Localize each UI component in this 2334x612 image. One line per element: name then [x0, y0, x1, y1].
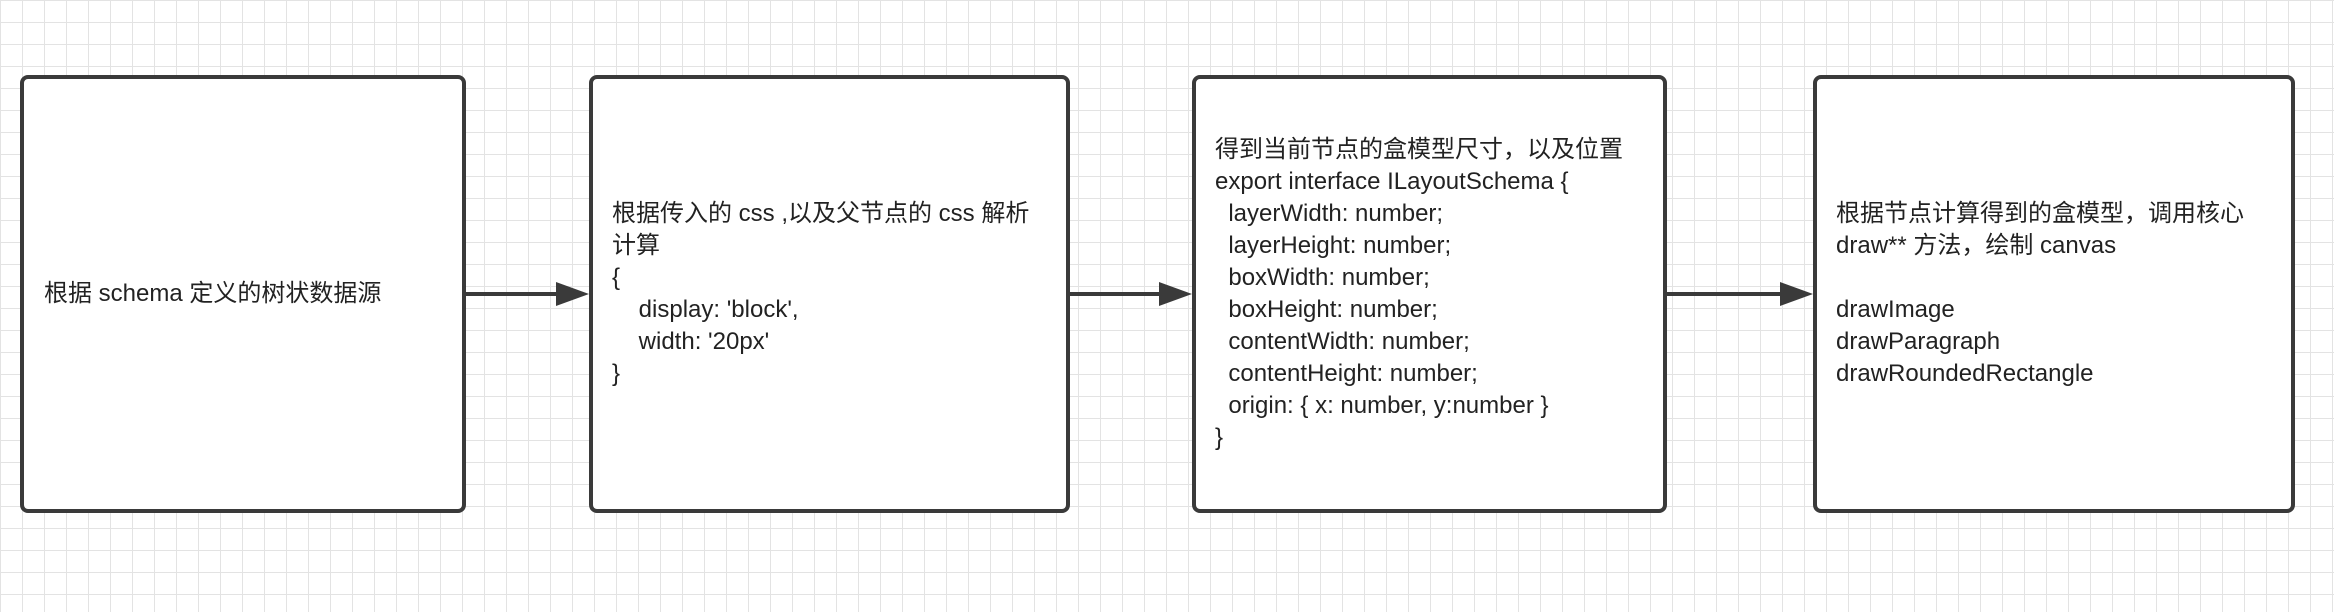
- node-css-parse[interactable]: 根据传入的 css ,以及父节点的 css 解析计算 { display: 'b…: [589, 75, 1070, 513]
- node-tree-data-source[interactable]: 根据 schema 定义的树状数据源: [20, 75, 466, 513]
- node-layout-schema[interactable]: 得到当前节点的盒模型尺寸，以及位置 export interface ILayo…: [1192, 75, 1667, 513]
- node-css-parse-label: 根据传入的 css ,以及父节点的 css 解析计算 { display: 'b…: [612, 200, 1030, 387]
- edge-n2-n3: [1070, 282, 1192, 306]
- edge-n1-n2: [466, 282, 589, 306]
- node-draw-canvas[interactable]: 根据节点计算得到的盒模型，调用核心 draw** 方法，绘制 canvas dr…: [1813, 75, 2295, 513]
- node-draw-canvas-label: 根据节点计算得到的盒模型，调用核心 draw** 方法，绘制 canvas dr…: [1836, 200, 2244, 387]
- node-layout-schema-label: 得到当前节点的盒模型尺寸，以及位置 export interface ILayo…: [1215, 136, 1623, 451]
- edge-n3-n4: [1667, 282, 1813, 306]
- node-tree-data-source-label: 根据 schema 定义的树状数据源: [44, 280, 382, 307]
